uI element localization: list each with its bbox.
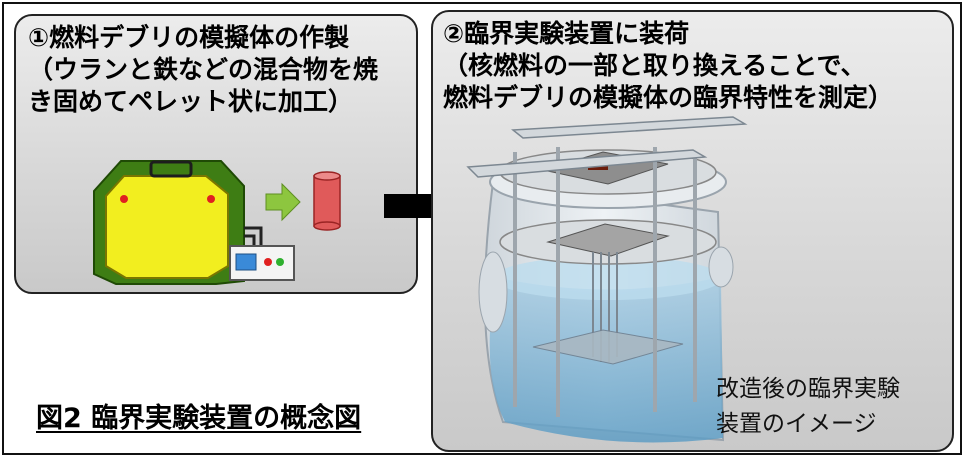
fabrication-illustration bbox=[93, 160, 341, 285]
panel1-line-1: ①燃料デブリの模擬体の作製 bbox=[28, 23, 350, 52]
panel-fabrication: ①燃料デブリの模擬体の作製 （ウランと鉄などの混合物を焼 き固めてペレット状に加… bbox=[14, 14, 418, 294]
panel-loading: ②臨界実験装置に装荷 （核燃料の一部と取り換えることで、 燃料デブリの模擬体の臨… bbox=[431, 10, 954, 452]
pellet-icon bbox=[313, 171, 341, 231]
panel2-line-1: ②臨界実験装置に装荷 bbox=[443, 19, 690, 48]
caption-line-1: 改造後の臨界実験 bbox=[716, 376, 900, 402]
support-beam-icon bbox=[466, 116, 748, 178]
image-caption: 改造後の臨界実験 装置のイメージ bbox=[716, 372, 900, 442]
figure-title: 図2 臨界実験装置の概念図 bbox=[36, 403, 362, 434]
panel1-line-2: （ウランと鉄などの混合物を焼 bbox=[28, 55, 379, 84]
panel2-line-3: 燃料デブリの模擬体の臨界特性を測定） bbox=[443, 83, 894, 112]
panel1-line-3: き固めてペレット状に加工） bbox=[28, 87, 354, 116]
caption-line-2: 装置のイメージ bbox=[716, 411, 877, 437]
critical-assembly-illustration bbox=[466, 116, 748, 443]
controller-icon bbox=[229, 245, 295, 281]
panel2-line-2: （核燃料の一部と取り換えることで、 bbox=[443, 51, 866, 80]
sintering-press-icon bbox=[93, 160, 245, 285]
panel-fabrication-text: ①燃料デブリの模擬体の作製 （ウランと鉄などの混合物を焼 き固めてペレット状に加… bbox=[28, 22, 378, 118]
process-arrow-icon bbox=[265, 182, 301, 222]
panel-loading-text: ②臨界実験装置に装荷 （核燃料の一部と取り換えることで、 燃料デブリの模擬体の臨… bbox=[443, 18, 893, 114]
